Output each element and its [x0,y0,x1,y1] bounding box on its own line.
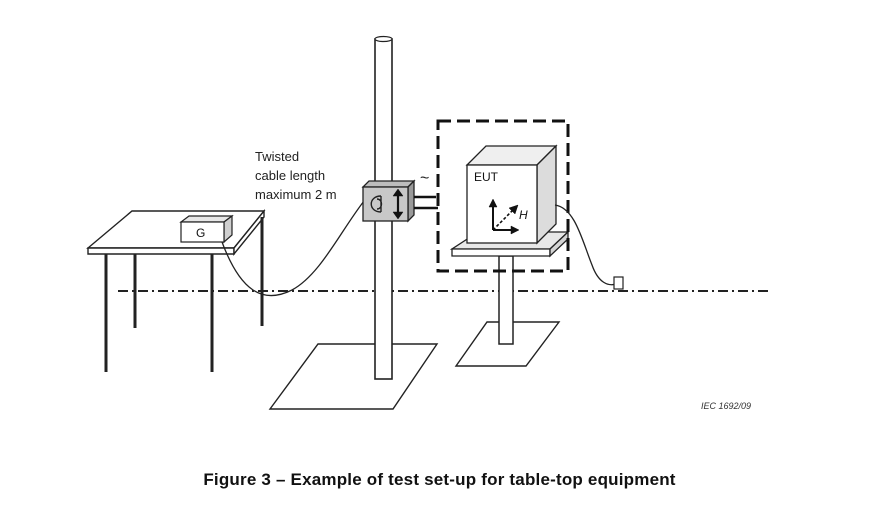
cable-label-line3: maximum 2 m [255,187,337,202]
cable-label-line2: cable length [255,168,325,183]
iec-reference: IEC 1692/09 [701,401,751,411]
field-axes-icon [488,198,520,235]
eut-label: EUT [474,170,499,184]
ground-connector [613,276,624,290]
generator-label: G [196,226,205,240]
generator-table [86,209,266,372]
double-arrow-icon [392,188,404,220]
figure-caption: Figure 3 – Example of test set-up for ta… [203,470,676,489]
pole-base-plate [268,343,439,410]
coupling-device [361,179,416,223]
twisted-cable [221,200,365,297]
cable-label-line1: Twisted [255,149,299,164]
eut-cable [554,204,620,286]
generator-box [179,214,234,244]
loop-icon [370,195,383,213]
eut-stand-column [498,255,514,345]
ac-symbol: ~ [420,170,429,187]
field-test-volume [436,119,570,273]
coupling-leads [414,195,438,210]
field-label: H [519,208,528,222]
